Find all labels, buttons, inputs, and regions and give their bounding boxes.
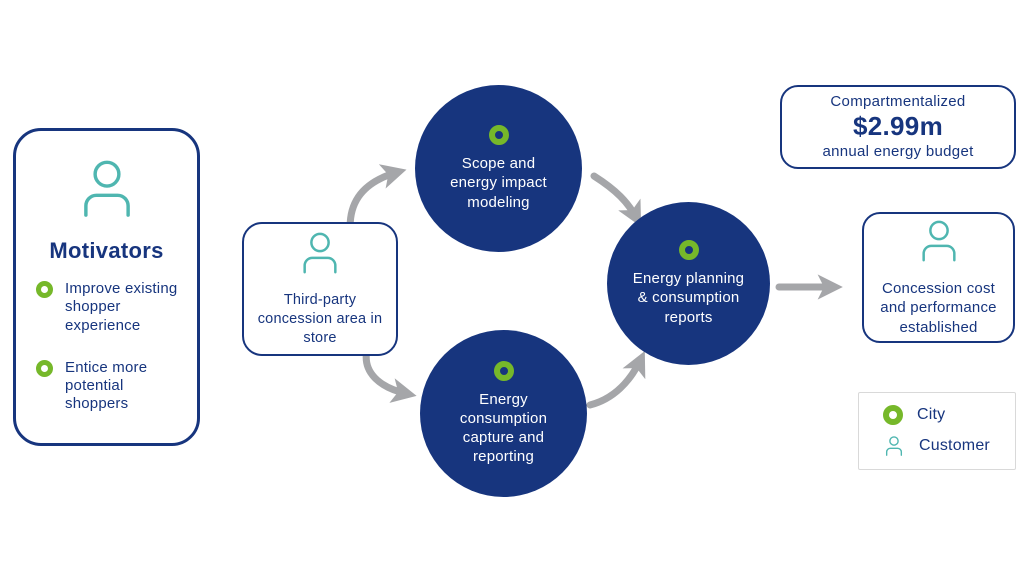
concession-input-label: Third-party concession area in store: [257, 292, 383, 346]
legend-item-city: City: [883, 404, 1015, 425]
motivators-list: Improve existing shopper experience Enti…: [16, 264, 197, 438]
budget-card: Compartmentalized $2.99m annual energy b…: [780, 85, 1016, 169]
city-dot-icon: [36, 359, 53, 377]
list-item: Entice more potential shoppers: [36, 359, 183, 414]
process-circle-capture: Energy consumption capture and reporting: [420, 330, 587, 497]
legend-item-customer: Customer: [883, 435, 1015, 458]
legend-card: City Customer: [858, 392, 1016, 470]
outcome-card: Concession cost and performance establis…: [862, 212, 1015, 343]
legend-label: Customer: [919, 437, 990, 454]
budget-line2: annual energy budget: [822, 142, 974, 160]
city-dot-icon: [493, 360, 514, 381]
concession-input-card: Third-party concession area in store: [242, 222, 398, 356]
motivators-card: Motivators Improve existing shopper expe…: [13, 128, 200, 446]
process-circle-label: Energy consumption capture and reporting: [459, 390, 548, 466]
legend-label: City: [917, 405, 946, 423]
city-dot-icon: [678, 240, 699, 261]
budget-line1: Compartmentalized: [830, 93, 966, 111]
process-circle-label: Scope and energy impact modeling: [450, 155, 547, 211]
outcome-label: Concession cost and performance establis…: [880, 279, 997, 336]
motivators-title: Motivators: [49, 238, 164, 263]
city-dot-icon: [36, 281, 53, 298]
city-dot-icon: [488, 125, 509, 146]
budget-amount: $2.99m: [853, 111, 943, 142]
list-item: Improve existing shopper experience: [36, 280, 183, 335]
arrow-capture-to-planning: [586, 351, 646, 409]
customer-person-icon: [916, 218, 962, 271]
arrow-scope-to-planning: [590, 172, 642, 227]
motivator-label: Improve existing shopper experience: [65, 280, 178, 334]
customer-person-icon: [883, 435, 905, 458]
city-dot-icon: [883, 404, 903, 425]
customer-person-icon: [297, 230, 343, 283]
process-circle-label: Energy planning & consumption reports: [632, 270, 745, 326]
customer-person-icon: [75, 157, 139, 228]
process-circle-scope: Scope and energy impact modeling: [415, 85, 582, 252]
process-circle-planning: Energy planning & consumption reports: [607, 202, 770, 365]
motivator-label: Entice more potential shoppers: [65, 358, 148, 413]
